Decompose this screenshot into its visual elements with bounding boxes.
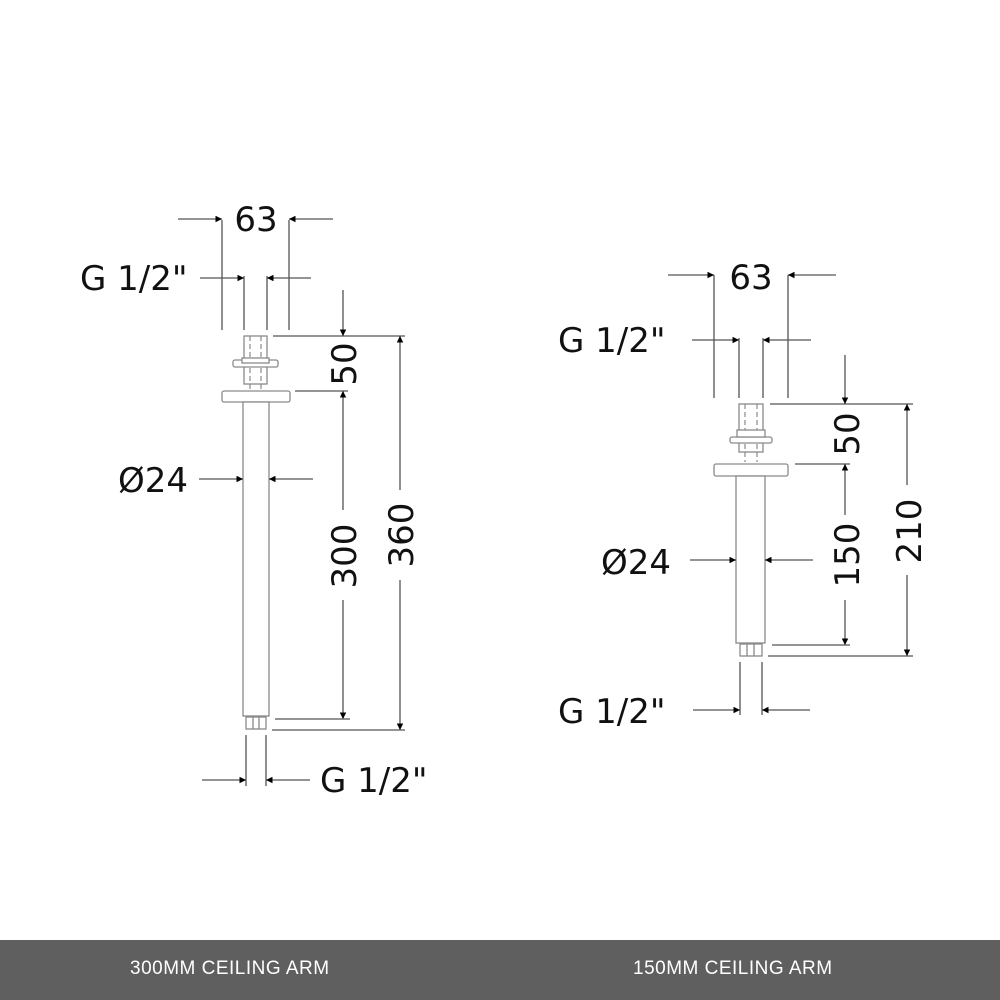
left-overall-360: 360 [382,503,422,568]
right-width-63: 63 [729,258,772,298]
left-caption: 300MM CEILING ARM [130,958,330,979]
right-top-50: 50 [828,412,868,455]
right-arm-150: 150 [828,523,868,588]
right-ceiling-arm-drawing: 63 G 1/2" Ø24 50 150 [558,258,930,732]
left-diameter: Ø24 [118,461,188,501]
technical-drawing: 63 G 1/2" Ø24 50 300 [80,200,930,801]
left-inlet-thread: G 1/2" [80,259,188,299]
left-outlet-thread: G 1/2" [320,761,428,801]
left-width-63: 63 [234,200,277,240]
right-caption: 150MM CEILING ARM [633,958,833,979]
right-diameter: Ø24 [601,543,671,583]
right-outlet-thread: G 1/2" [558,692,666,732]
left-top-50: 50 [325,342,365,385]
right-overall-210: 210 [890,499,930,564]
right-inlet-thread: G 1/2" [558,321,666,361]
left-arm-300: 300 [325,524,365,589]
left-ceiling-arm-drawing: 63 G 1/2" Ø24 50 300 [80,200,428,801]
caption-bar: 300MM CEILING ARM 150MM CEILING ARM [0,940,1000,1000]
